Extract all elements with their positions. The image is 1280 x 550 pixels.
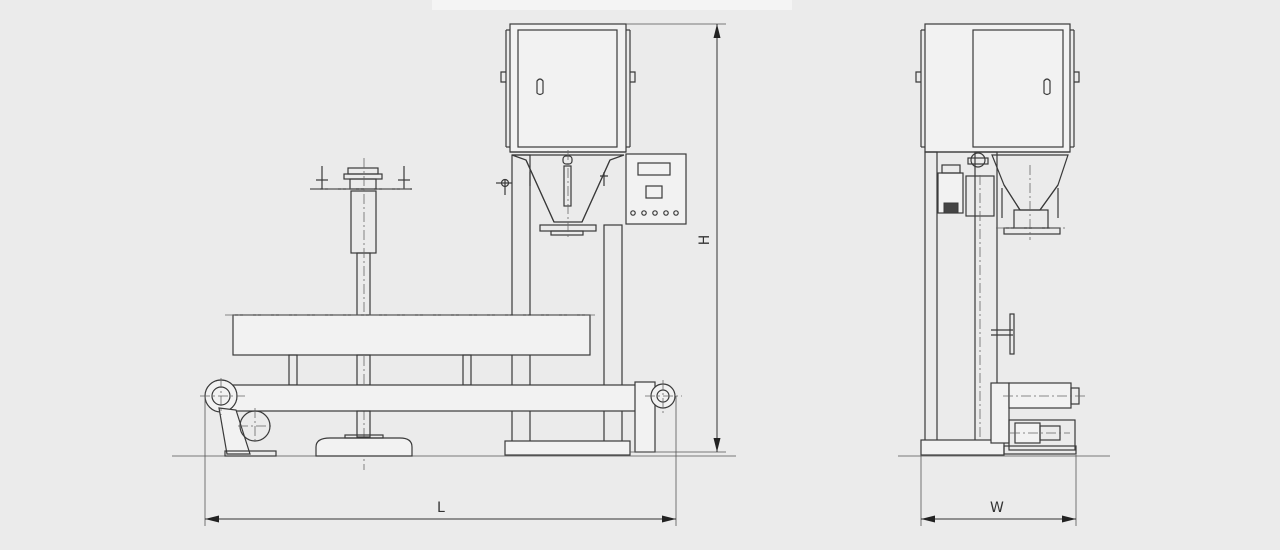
bag-clamp-assembly [310, 158, 412, 470]
height-label: H [697, 235, 713, 246]
side-bracket [991, 313, 1015, 355]
width-dimension: W [920, 455, 1077, 526]
side-gear-motor [990, 382, 1085, 455]
control-panel [625, 153, 687, 225]
left-roller [200, 378, 277, 457]
control-cabinet [500, 23, 636, 153]
length-label: L [437, 500, 445, 516]
right-roller [634, 380, 682, 453]
side-frame [920, 151, 1005, 456]
height-dimension: H [626, 23, 726, 453]
side-hopper [967, 152, 1069, 240]
front-view: L H [172, 23, 736, 526]
side-cabinet [915, 23, 1080, 153]
length-dimension: L [204, 396, 677, 526]
side-valve [496, 178, 512, 195]
side-actuator [937, 164, 995, 440]
hopper [510, 150, 626, 240]
width-label: W [990, 500, 1004, 516]
conveyor-belt [220, 314, 654, 457]
top-strip [432, 0, 792, 10]
side-view: W [898, 23, 1110, 526]
frame-columns [504, 154, 631, 456]
